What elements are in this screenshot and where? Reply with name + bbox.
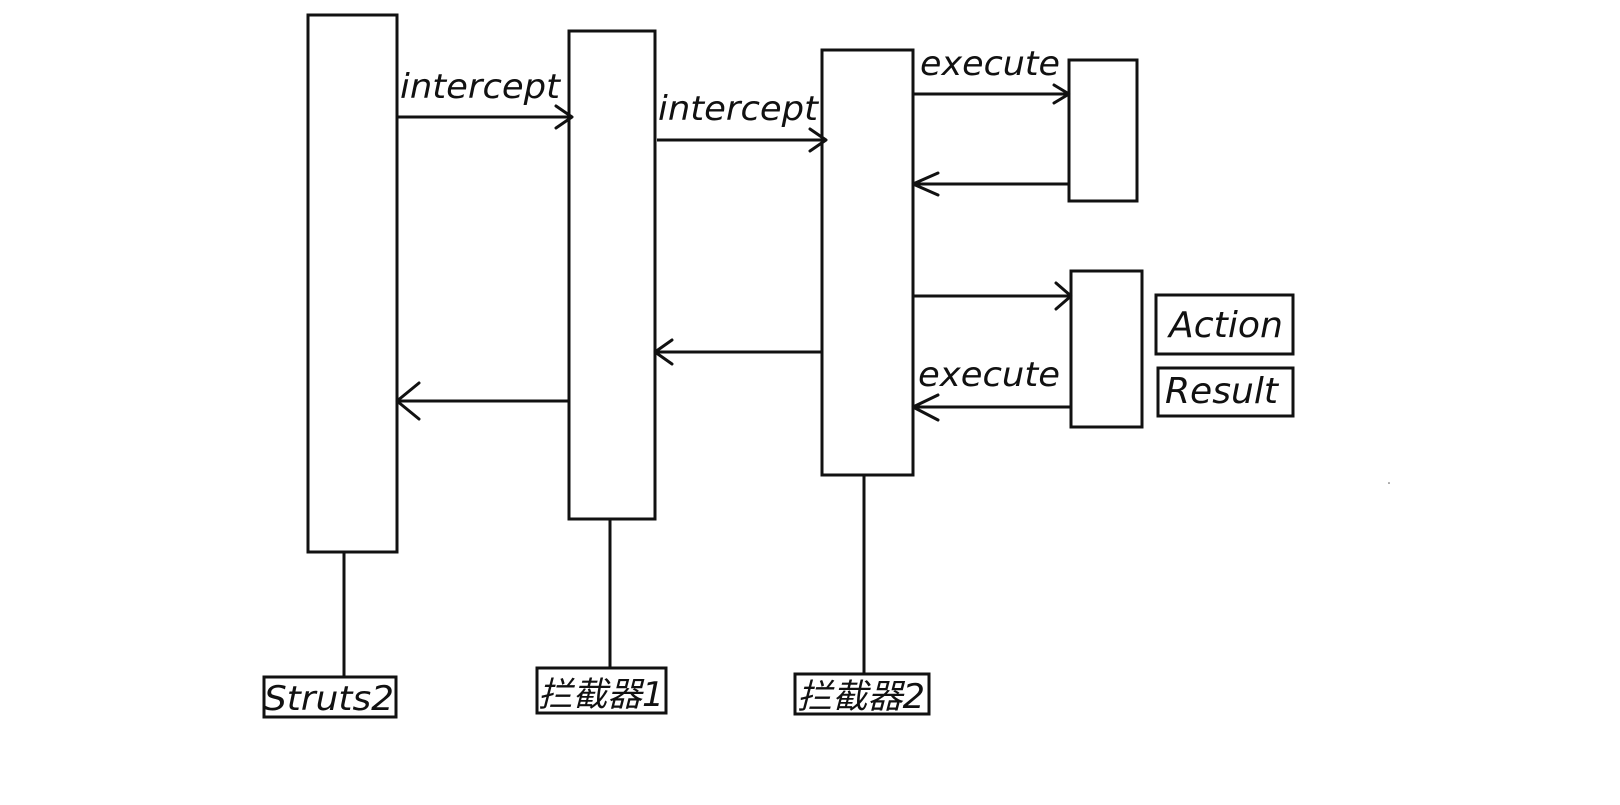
return-result-execute: execute [911,355,1071,422]
activation-box-struts2 [306,13,399,554]
arrowhead-right-icon [808,127,828,153]
activation-box-interceptor-2 [820,48,915,477]
activation-box-interceptor-1 [567,29,657,521]
arrowhead-left-icon [395,381,421,421]
label-box-interceptor-2 [793,672,931,716]
arrowhead-right-icon [1052,83,1071,105]
legend-result: Result [1156,366,1295,418]
label-interceptor-1: 拦截器1 [538,675,664,715]
return-interceptor-1-to-struts2 [395,381,569,421]
label-box-interceptor-1 [535,666,668,715]
message-to-result [913,281,1073,311]
message-execute-action: execute [913,44,1071,105]
message-intercept-2: intercept [657,89,828,153]
participant-interceptor-2: 拦截器2 [793,48,931,717]
return-action-to-interceptor-2 [911,171,1069,197]
activation-box-result [1069,269,1144,429]
arrowhead-right-icon [554,104,574,130]
legend-box-result [1156,366,1295,418]
label-struts2: Struts2 [264,679,394,719]
legend-label-action: Action [1167,305,1283,346]
participant-struts2: Struts2 [262,13,399,719]
stray-dot [1388,482,1390,484]
message-label-intercept-1: intercept [400,67,562,107]
message-label-execute-action: execute [920,44,1060,84]
arrowhead-left-icon [911,171,940,197]
label-interceptor-2: 拦截器2 [797,677,925,717]
legend-action: Action [1154,293,1295,356]
label-box-struts2 [262,675,398,719]
return-interceptor-2-to-1 [653,338,822,366]
message-intercept-1: intercept [397,67,574,130]
arrowhead-right-icon [1054,281,1073,311]
legend-label-result: Result [1165,371,1280,412]
arrowhead-left-icon [653,338,674,366]
activation-box-action [1067,58,1139,203]
arrowhead-left-icon [911,393,940,422]
message-label-intercept-2: intercept [658,89,820,129]
participant-interceptor-1: 拦截器1 [535,29,668,715]
message-label-execute-result: execute [918,355,1060,395]
legend-box-action [1154,293,1295,356]
